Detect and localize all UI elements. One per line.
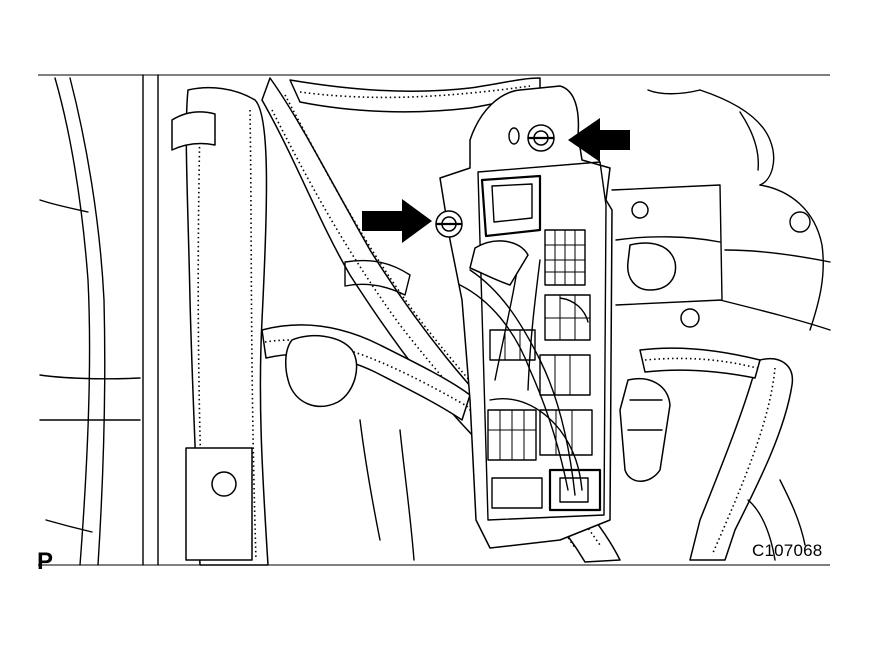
left-body-panel — [39, 74, 159, 566]
arrow-right-icon — [362, 199, 432, 243]
view-marker-label: P — [37, 548, 54, 575]
illustration-code-label: C107068 — [752, 541, 823, 560]
right-bolt — [508, 124, 555, 152]
junction-block — [439, 85, 613, 549]
right-corrugated-tube — [619, 347, 806, 561]
right-body-structures — [611, 89, 831, 331]
left-bolt — [435, 210, 463, 238]
arrow-left-icon — [568, 118, 630, 162]
lower-harness — [261, 259, 471, 561]
left-corrugated-tube — [171, 86, 269, 566]
connector-grid — [487, 229, 602, 512]
view-frame — [38, 74, 830, 566]
